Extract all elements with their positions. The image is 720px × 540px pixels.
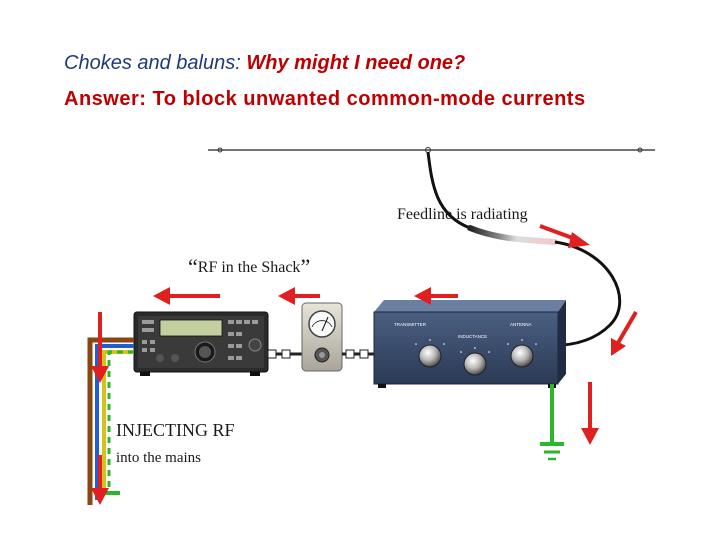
mains-current-arrow: [91, 312, 109, 505]
slide-title: Chokes and baluns: Why might I need one?: [64, 52, 465, 75]
feedline-current-arrow: [539, 224, 590, 248]
rf-in-shack-text: RF in the Shack: [197, 259, 301, 276]
tuner-label-transmitter: TRANSMITTER: [394, 322, 427, 327]
tuner-ground: [540, 384, 564, 461]
title-prefix: Chokes and baluns:: [64, 52, 241, 74]
rf-in-shack-label: “RF in the Shack”: [188, 254, 310, 280]
rf-arrow-rig: [153, 287, 220, 305]
injecting-rf-label: INJECTING RF: [116, 420, 235, 440]
tuner-label-antenna: ANTENNA: [510, 322, 532, 327]
dipole-antenna: [208, 147, 655, 153]
tuner-output-arrow: [611, 310, 638, 356]
mains-cable: [87, 337, 134, 505]
antenna-tuner: [373, 300, 566, 388]
rf-arrow-tuner: [414, 287, 458, 305]
transceiver: [133, 311, 269, 376]
tuner-label-inductance: INDUCTANCE: [458, 334, 487, 339]
coax-rig-to-meter: [267, 349, 302, 359]
rf-arrow-meter: [278, 287, 320, 305]
swr-meter: [301, 302, 343, 372]
ground-current-arrow: [581, 382, 599, 445]
into-mains-label: into the mains: [116, 450, 201, 466]
feedline-radiating-label: Feedline is radiating: [397, 206, 528, 223]
open-quote: “: [188, 254, 198, 279]
close-quote: ”: [300, 254, 311, 279]
slide-subtitle: Answer: To block unwanted common-mode cu…: [64, 88, 586, 110]
title-question: Why might I need one?: [246, 52, 466, 74]
coax-meter-to-tuner: [342, 349, 374, 359]
